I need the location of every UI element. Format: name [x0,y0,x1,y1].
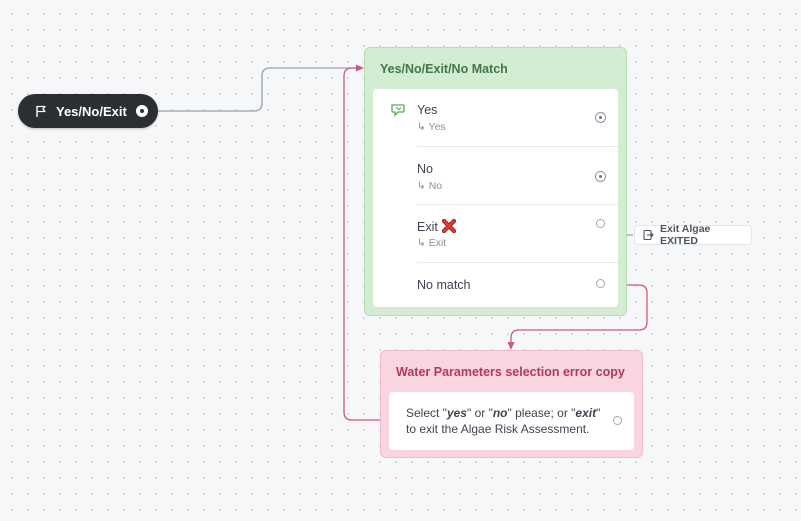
choice-option-label-wrap: Exit [417,219,456,234]
choice-option-label: No match [417,278,471,292]
message-keyword-no: no [492,406,508,420]
choice-option-label: Exit [417,220,438,234]
arrowhead-choice [356,64,364,72]
start-node[interactable]: Yes/No/Exit [18,94,158,128]
choice-option-yes[interactable]: Yes ↳ Yes [373,89,618,147]
choice-icon [391,104,405,117]
choice-option-label: Yes [417,103,438,117]
message-text-part: Select " [406,406,447,420]
message-card[interactable]: Select "yes" or "no" please; or "exit" t… [389,392,634,450]
message-keyword-exit: exit [575,406,597,420]
row-divider [417,146,618,147]
choice-option-port[interactable] [596,279,605,288]
start-node-output-port[interactable] [136,105,148,117]
choice-option-no-match[interactable]: No match [373,263,618,307]
link-start-to-choice [158,67,358,112]
exit-icon [642,229,654,241]
arrowhead-message [507,342,515,350]
message-output-port[interactable] [613,416,622,425]
link-nomatch-to-message [510,284,648,344]
choice-option-port[interactable] [596,219,605,228]
message-block-title: Water Parameters selection error copy [396,365,625,379]
choice-block-title: Yes/No/Exit/No Match [380,62,508,76]
choice-option-exit[interactable]: Exit ↳ Exit [373,205,618,263]
link-message-loop [343,67,389,421]
choice-option-sub: ↳ No [417,180,443,192]
choice-option-port[interactable] [595,112,606,123]
choice-option-sub: ↳ Yes [417,121,446,133]
message-block[interactable]: Water Parameters selection error copy Se… [380,350,643,458]
choice-list: Yes ↳ Yes No ↳ No Exit ↳ Exit [373,89,618,307]
row-divider [417,262,618,263]
message-text: Select "yes" or "no" please; or "exit" t… [406,405,602,437]
message-keyword-yes: yes [446,406,467,420]
cross-icon [441,219,456,233]
choice-option-no[interactable]: No ↳ No [373,147,618,205]
exit-node[interactable]: Exit Algae EXITED [634,223,752,247]
message-text-part: " please; or " [507,406,576,420]
start-node-label: Yes/No/Exit [56,103,127,119]
message-text-part: " or " [466,406,493,420]
choice-option-label: No [417,162,433,176]
choice-option-port[interactable] [595,171,606,182]
row-divider [417,204,618,205]
flag-icon [34,104,48,118]
choice-block[interactable]: Yes/No/Exit/No Match Yes ↳ Yes No ↳ No [364,47,627,316]
choice-option-sub: ↳ Exit [417,237,447,249]
exit-node-label: Exit Algae EXITED [660,223,711,247]
message-text-part: " to exit the Algae Risk Assessment. [406,406,601,436]
